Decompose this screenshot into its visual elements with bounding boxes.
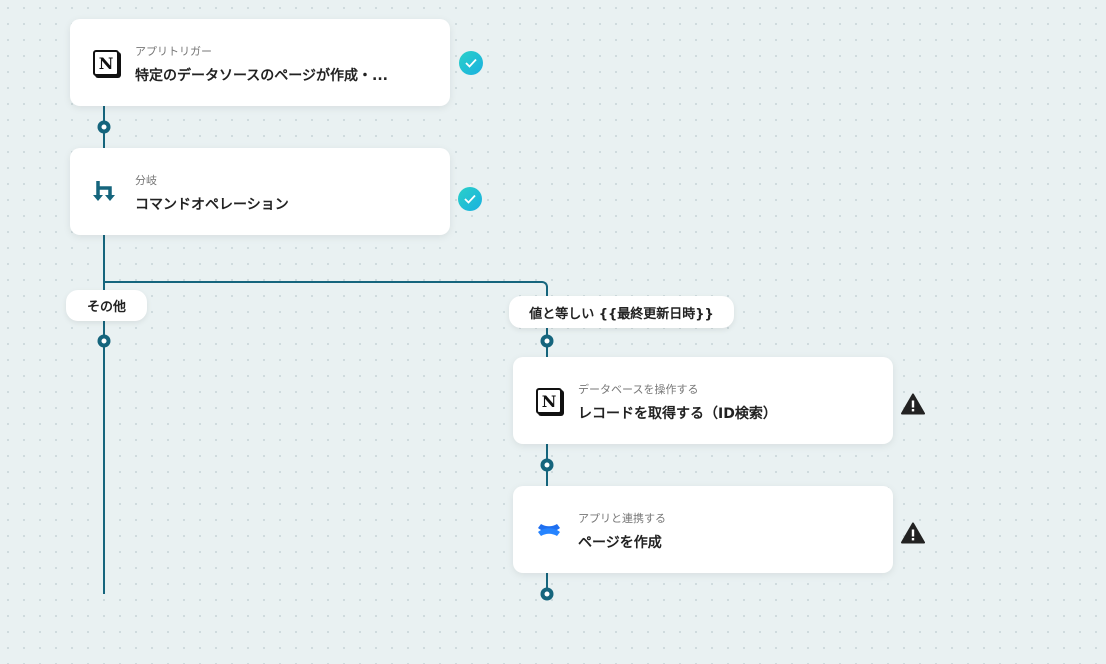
trigger-card[interactable]: N アプリトリガー 特定のデータソースのページが作成・...	[70, 19, 450, 106]
add-step-node[interactable]	[540, 587, 554, 601]
check-icon	[459, 51, 483, 75]
card-subtitle: アプリトリガー	[135, 45, 212, 58]
add-step-node[interactable]	[97, 334, 111, 348]
card-title: 特定のデータソースのページが作成・...	[135, 68, 388, 84]
branch-label-other[interactable]: その他	[66, 290, 147, 321]
branch-icon	[92, 178, 120, 206]
card-subtitle: 分岐	[135, 174, 157, 187]
branch-connector	[104, 281, 542, 283]
add-step-node[interactable]	[97, 120, 111, 134]
add-step-node[interactable]	[540, 334, 554, 348]
add-step-node[interactable]	[540, 458, 554, 472]
check-icon	[458, 187, 482, 211]
warning-icon	[901, 522, 925, 548]
create-page-card[interactable]: アプリと連携する ページを作成	[513, 486, 893, 573]
get-record-card[interactable]: N データベースを操作する レコードを取得する（ID検索）	[513, 357, 893, 444]
branch-card[interactable]: 分岐 コマンドオペレーション	[70, 148, 450, 235]
branch-corner	[536, 281, 548, 293]
card-title: レコードを取得する（ID検索）	[578, 406, 777, 422]
card-subtitle: データベースを操作する	[578, 383, 699, 396]
branch-label-equals[interactable]: 値と等しい {{最終更新日時}}	[509, 296, 734, 328]
card-title: ページを作成	[578, 535, 662, 551]
card-subtitle: アプリと連携する	[578, 512, 666, 525]
connector-line	[103, 106, 105, 594]
warning-icon	[901, 393, 925, 419]
card-title: コマンドオペレーション	[135, 197, 289, 213]
confluence-icon	[535, 516, 563, 544]
notion-icon: N	[92, 49, 120, 77]
notion-icon: N	[535, 387, 563, 415]
